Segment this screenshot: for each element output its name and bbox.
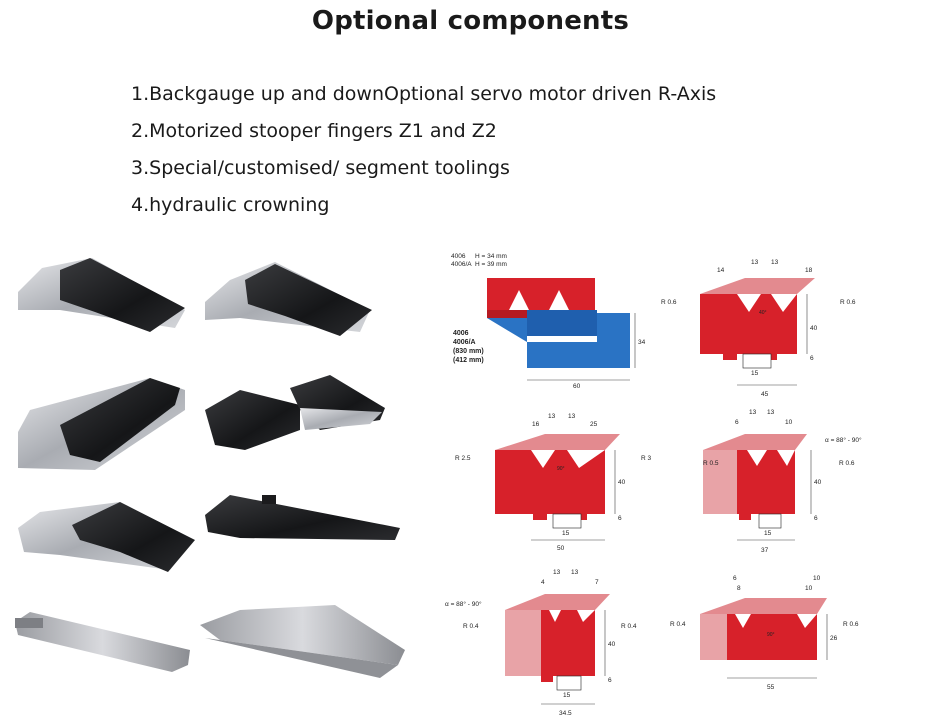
drawing-4006: 4006 H = 34 mm 4006/A H = 39 mm 4006 400… [451,253,646,390]
drawing-foot: 6 [618,515,622,522]
tool-photo-2 [205,262,372,336]
feature-item-1: 1.Backgauge up and downOptional servo mo… [131,83,717,105]
drawing-width: 45 [761,391,769,398]
drawing-height: 40 [618,479,626,486]
drawing-dim-top-2: 13 [749,409,757,416]
tool-photo-6 [205,495,400,540]
drawing-dim-top-3: 13 [771,259,779,266]
drawing-height-dim: 34 [638,339,646,346]
drawing-dim-top-2: 13 [751,259,759,266]
drawing-label-1: 4006 [453,330,469,337]
drawing-height: 26 [830,635,838,642]
drawing-dim-top-3: 13 [568,413,576,420]
drawing-slot-dim: 15 [764,530,772,537]
drawing-r-left: R 0.4 [463,623,479,630]
drawing-dim-top-4: 18 [805,267,813,274]
drawing-r-left: R 0.6 [661,299,677,306]
drawing-dim-top-2: 10 [813,575,821,582]
drawing-profile-34-5: 15 4 13 13 7 α = 88° - 90° R 0.4 R 0.4 4… [445,569,637,717]
drawing-angle-note: α = 88° - 90° [445,600,482,608]
drawing-height: 40 [814,479,822,486]
feature-item-4: 4.hydraulic crowning [131,194,330,216]
drawing-code-b: 4006/A [451,261,472,268]
drawing-angle-note: α = 88° - 90° [825,436,862,444]
drawing-h-a: H = 34 mm [475,253,507,260]
drawing-dim-top2-1: 8 [737,585,741,592]
drawing-code-a: 4006 [451,253,466,260]
tool-photo-7 [15,612,190,672]
drawing-width-dim: 60 [573,383,581,390]
drawing-label-4: (412 mm) [453,357,484,364]
drawing-h-b: H = 39 mm [475,261,507,268]
drawing-r-left: R 2.5 [455,455,471,462]
drawing-foot: 6 [814,515,818,522]
drawing-dim-top-1: 6 [733,575,737,582]
drawing-slot-dim: 15 [563,692,571,699]
drawing-label-2: 4006/A [453,339,476,346]
drawing-angle: 90° [557,466,565,472]
tool-photo-5 [18,502,195,572]
drawing-height: 40 [608,641,616,648]
drawing-width: 50 [557,545,565,552]
drawing-dim-top-4: 10 [785,419,793,426]
drawing-slot-dim: 15 [751,370,759,377]
drawing-profile-55: 6 10 8 10 R 0.4 R 0.6 90° 26 55 [670,575,859,691]
drawing-dim-top2-2: 10 [805,585,813,592]
drawing-profile-45: 15 14 13 13 18 R 0.6 R 0.6 40° 40 6 45 [661,259,856,398]
drawing-foot: 6 [608,677,612,684]
drawing-r-right: R 0.6 [843,621,859,628]
drawing-dim-top-3: 13 [767,409,775,416]
tool-photo-3 [18,378,185,470]
drawing-angle: 90° [767,632,775,638]
drawing-dim-top-2: 13 [553,569,561,576]
drawing-dim-top-1: 4 [541,579,545,586]
feature-item-3: 3.Special/customised/ segment toolings [131,157,510,179]
drawing-r-right: R 3 [641,455,652,462]
feature-item-2: 2.Motorized stooper fingers Z1 and Z2 [131,120,497,142]
drawing-r-right: R 0.4 [621,623,637,630]
tool-photo-8 [200,605,405,678]
drawing-dim-top-2: 13 [548,413,556,420]
tool-photo-4 [205,375,385,450]
page-title: Optional components [311,6,630,36]
drawing-width: 34.5 [559,710,572,717]
drawing-r-right: R 0.6 [839,460,855,467]
drawing-dim-top-4: 25 [590,421,598,428]
feature-list: 1.Backgauge up and downOptional servo mo… [131,76,716,224]
drawing-dim-top-1: 16 [532,421,540,428]
drawing-profile-50: 15 16 13 13 25 R 2.5 R 3 90° 40 6 50 [455,413,652,552]
drawing-slot-dim: 15 [562,530,570,537]
drawing-r-left: R 0.5 [703,460,719,467]
drawing-dim-top-4: 7 [595,579,599,586]
drawing-height: 40 [810,325,818,332]
tooling-drawings: 4006 H = 34 mm 4006/A H = 39 mm 4006 400… [445,253,862,717]
drawing-dim-top-1: 6 [735,419,739,426]
drawing-r-right: R 0.6 [840,299,856,306]
drawing-width: 55 [767,684,775,691]
drawing-width: 37 [761,547,769,554]
drawing-angle: 40° [759,310,767,316]
drawing-foot: 6 [810,355,814,362]
drawing-dim-top-3: 13 [571,569,579,576]
tooling-photo-grid [15,258,405,678]
drawing-profile-37: 15 6 13 13 10 α = 88° - 90° R 0.5 R 0.6 … [703,409,862,554]
drawing-r-left: R 0.4 [670,621,686,628]
drawing-label-3: (830 mm) [453,348,484,355]
tool-photo-1 [18,258,185,332]
drawing-dim-top-1: 14 [717,267,725,274]
